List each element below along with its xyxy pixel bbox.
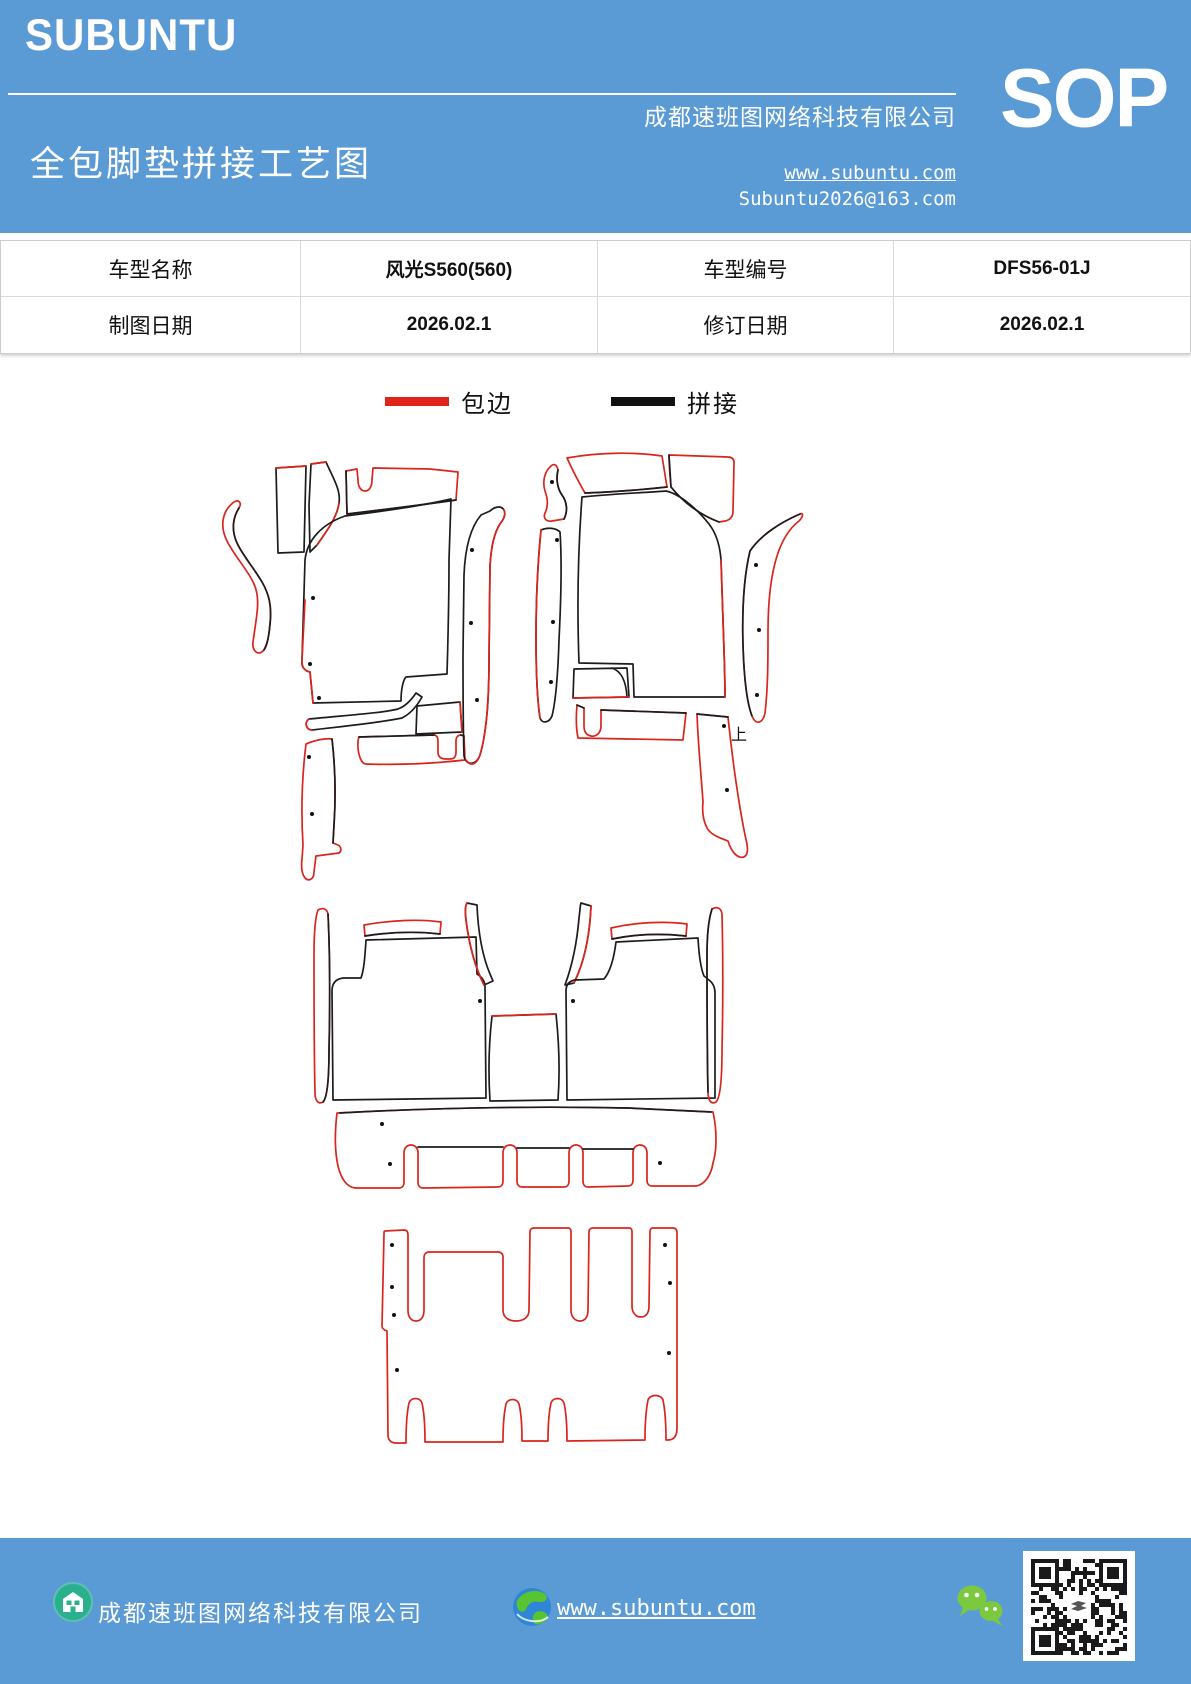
left-edge-strip bbox=[313, 907, 331, 1104]
email-address[interactable]: Subuntu2026@163.com bbox=[738, 188, 956, 210]
model-name-value: 风光S560(560) bbox=[301, 241, 598, 297]
front-driver-mat-group bbox=[221, 461, 506, 881]
model-name-label: 车型名称 bbox=[1, 241, 301, 297]
center-square-mat bbox=[488, 1013, 560, 1102]
binding-line-swatch bbox=[385, 397, 449, 406]
tail-strip-seam bbox=[696, 713, 729, 718]
rect2-piece bbox=[572, 667, 630, 699]
main-mat2-piece bbox=[577, 490, 726, 698]
splice-label: 拼接 bbox=[687, 391, 739, 418]
binding-label: 包边 bbox=[461, 391, 513, 418]
footer-company-name: 成都速班图网络科技有限公司 bbox=[98, 1600, 423, 1626]
center-square-binding bbox=[491, 1013, 557, 1017]
runner-piece bbox=[334, 1106, 717, 1189]
legend: 包边 拼接 bbox=[385, 384, 739, 419]
main-mat-piece bbox=[301, 498, 452, 704]
model-code-label: 车型编号 bbox=[598, 241, 894, 297]
page-title: 全包脚垫拼接工艺图 bbox=[30, 145, 373, 184]
revise-date-value: 2026.02.1 bbox=[999, 314, 1085, 335]
sop-badge: SOP bbox=[1000, 52, 1169, 145]
rect-piece bbox=[275, 465, 307, 554]
flag-piece-binding bbox=[310, 461, 340, 546]
rect2-binding bbox=[572, 696, 630, 699]
center-strip-piece bbox=[462, 506, 506, 765]
front-passenger-mat-group: 上 bbox=[535, 452, 804, 859]
bottom-bar2-piece bbox=[575, 704, 687, 741]
left-edge-strip-seam bbox=[322, 913, 331, 1103]
top-bar2-piece bbox=[566, 452, 668, 494]
trunk-mat-group bbox=[381, 1227, 678, 1444]
scallop-piece-seam bbox=[358, 734, 465, 738]
runner-seams bbox=[339, 1106, 712, 1150]
main-mat-binding bbox=[301, 599, 314, 704]
checkmark-sliver-piece bbox=[305, 692, 423, 731]
left-top-bar-seam bbox=[364, 931, 441, 937]
blob-piece bbox=[542, 463, 568, 522]
right-strip-piece bbox=[741, 512, 804, 723]
left-diagonal-binding bbox=[464, 902, 485, 986]
main-mat2-binding bbox=[720, 559, 726, 698]
checkmark-sliver-binding bbox=[305, 718, 313, 731]
inner-strip-piece bbox=[535, 527, 562, 723]
orientation-label: 上 bbox=[731, 726, 747, 744]
quad-piece-binding bbox=[459, 701, 463, 733]
model-code-value: DFS56-01J bbox=[894, 241, 1190, 297]
splice-line-swatch bbox=[611, 397, 675, 406]
right-top-bar-seam bbox=[611, 933, 687, 940]
fan-piece bbox=[668, 454, 735, 523]
fan-piece-seam bbox=[668, 454, 720, 523]
footer-website-link[interactable]: www.subuntu.com bbox=[557, 1596, 756, 1621]
tail-strip-piece bbox=[696, 713, 749, 859]
side-strip-piece bbox=[221, 500, 272, 654]
quad-piece bbox=[415, 701, 463, 735]
inner-strip-binding bbox=[535, 529, 542, 719]
company-name: 成都速班图网络科技有限公司 bbox=[644, 104, 956, 130]
right-strip-seam bbox=[741, 513, 801, 717]
draw-date-value: 2026.02.1 bbox=[301, 297, 598, 353]
info-table: 车型名称 风光S560(560) 车型编号 DFS56-01J 制图日期 202… bbox=[0, 240, 1191, 354]
trunk-comb-piece bbox=[381, 1227, 678, 1444]
top-bar2-seam bbox=[584, 486, 668, 494]
bottom-bar2-seam bbox=[576, 704, 687, 714]
left-seat-mat bbox=[331, 936, 487, 1101]
scallop-piece bbox=[356, 734, 466, 766]
right-edge-strip-seam bbox=[706, 908, 713, 1093]
mat-pattern-diagram: 上 bbox=[221, 452, 804, 1444]
middle-row-mat-group bbox=[313, 902, 724, 1189]
right-diagonal-binding bbox=[573, 905, 592, 984]
draw-date-label: 制图日期 bbox=[1, 297, 301, 353]
header-divider bbox=[8, 93, 956, 95]
rect-piece-binding bbox=[275, 465, 307, 469]
revise-date-label: 修订日期 bbox=[598, 297, 894, 353]
right-seat-mat bbox=[565, 937, 716, 1101]
header-contact-block: 成都速班图网络科技有限公司 www.subuntu.com Subuntu202… bbox=[640, 98, 956, 210]
header: SUBUNTU 全包脚垫拼接工艺图 成都速班图网络科技有限公司 www.subu… bbox=[0, 0, 1191, 233]
top-bar-seam bbox=[345, 470, 457, 515]
blob-piece-seam bbox=[556, 469, 568, 520]
side-strip-seam bbox=[232, 507, 272, 651]
brand-logo: SUBUNTU bbox=[25, 10, 238, 60]
lower-strip-seam bbox=[331, 738, 336, 844]
center-strip-binding bbox=[465, 509, 506, 765]
website-link[interactable]: www.subuntu.com bbox=[784, 162, 956, 184]
